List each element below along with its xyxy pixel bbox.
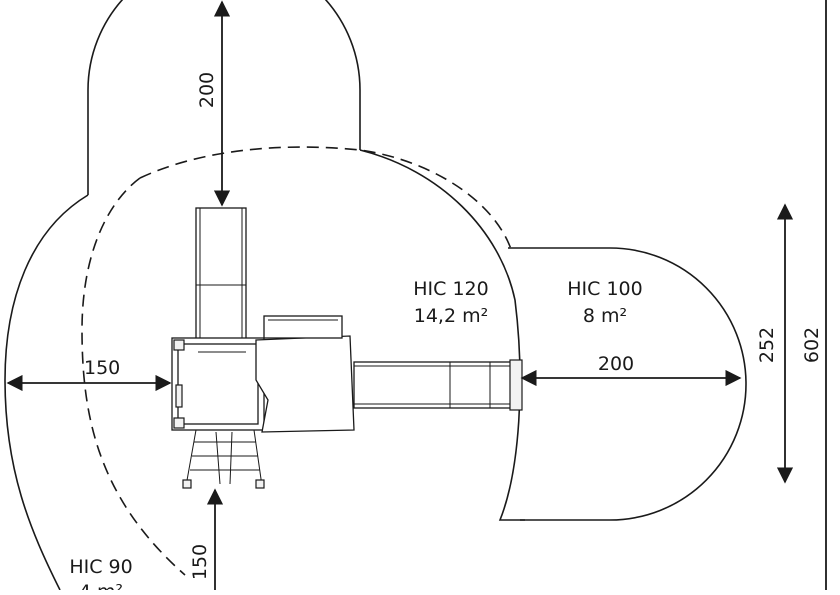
hic120-area: 14,2 m² — [414, 305, 488, 327]
main-zone-right-edge — [359, 149, 525, 521]
dimension-left-label: 150 — [84, 357, 120, 379]
hic120-fall-zone — [81, 177, 186, 576]
hic90-area: 4 m² — [79, 581, 123, 590]
hic100-area: 8 m² — [583, 305, 627, 327]
tower-platform — [171, 337, 265, 431]
dimension-right-zone-label: 252 — [756, 327, 778, 363]
hic120-fall-zone-top — [139, 146, 513, 253]
slide-exit-zone-top — [87, 0, 361, 195]
top-slide — [195, 207, 247, 341]
ladder — [182, 429, 265, 489]
main-free-space-outline — [4, 194, 89, 591]
hic120-label: HIC 120 — [413, 278, 488, 300]
dimension-bottom-ladder-label: 150 — [189, 544, 211, 580]
tower-panel — [255, 315, 355, 433]
hic100-label: HIC 100 — [567, 278, 642, 300]
dimension-right-slide-label: 200 — [598, 353, 634, 375]
hic90-label: HIC 90 — [69, 556, 132, 578]
slide-exit-zone-right — [508, 247, 747, 521]
dimension-top-slide-label: 200 — [196, 72, 218, 108]
right-slide — [353, 359, 523, 411]
dimension-overall-label: 602 — [801, 327, 823, 363]
